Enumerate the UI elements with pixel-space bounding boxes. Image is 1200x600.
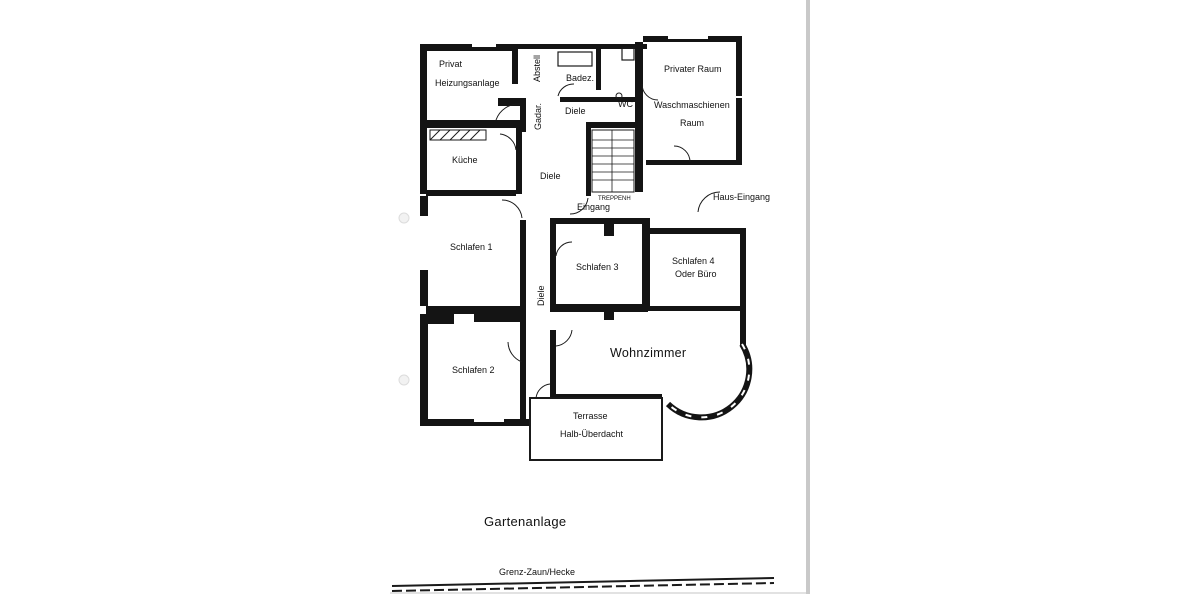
label-diele-vertical: Diele (536, 285, 546, 306)
label-schlafen3: Schlafen 3 (576, 262, 619, 272)
label-badez: Badez. (566, 73, 594, 83)
label-diele-top: Diele (565, 106, 586, 116)
label-schlafen2: Schlafen 2 (452, 365, 495, 375)
label-eingang: Eingang (577, 202, 610, 212)
label-haus-eingang: Haus-Eingang (713, 192, 770, 202)
label-abstell: Abstell (532, 55, 542, 82)
bay-window (665, 342, 753, 421)
label-terrasse: Terrasse (573, 411, 608, 421)
label-raum: Raum (680, 118, 704, 128)
walls (420, 36, 746, 426)
label-wc: WC (618, 99, 633, 109)
label-oder-buero: Oder Büro (675, 269, 717, 279)
label-kueche: Küche (452, 155, 478, 165)
door-swings (495, 83, 721, 399)
label-schlafen1: Schlafen 1 (450, 242, 493, 252)
label-wohnzimmer: Wohnzimmer (610, 346, 686, 360)
punch-holes (398, 212, 410, 386)
floor-plan: Privat Heizungsanlage Abstell Badez. Pri… (391, 36, 775, 592)
label-waschmaschinen: Waschmaschienen (654, 100, 730, 110)
label-grenz-zaun: Grenz-Zaun/Hecke (499, 567, 575, 577)
label-privater-raum: Privater Raum (664, 64, 722, 74)
label-heizungsanlage: Heizungsanlage (435, 78, 500, 88)
terrace (529, 397, 663, 461)
scanned-paper: Privat Heizungsanlage Abstell Badez. Pri… (390, 0, 810, 594)
room-labels: Privat Heizungsanlage Abstell Badez. Pri… (435, 55, 770, 577)
label-gartenanlage: Gartenanlage (484, 514, 566, 529)
window-marks (429, 36, 708, 422)
label-gadar: Gadar. (533, 103, 543, 130)
bath-fixtures (557, 47, 635, 100)
label-halb-ueberdacht: Halb-Überdacht (560, 429, 624, 439)
label-treppenh: TREPPENH (598, 196, 631, 202)
label-schlafen4: Schlafen 4 (672, 256, 715, 266)
label-privat: Privat (439, 59, 463, 69)
boundary-hedge (391, 577, 775, 592)
label-diele-mid: Diele (540, 171, 561, 181)
staircase (591, 129, 635, 193)
